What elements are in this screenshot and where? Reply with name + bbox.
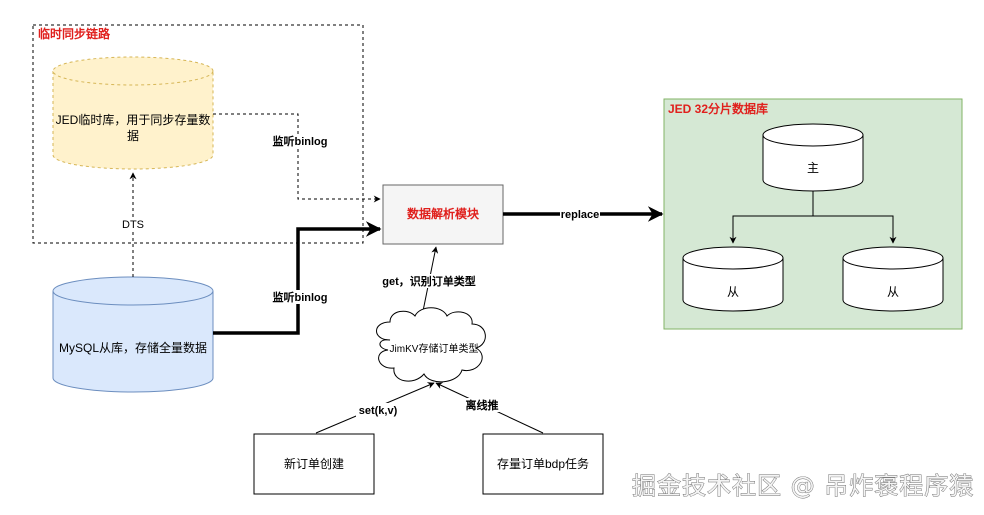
binlog-mysql-edge: 监听binlog xyxy=(213,221,382,335)
jed-temp-db-label: JED临时库，用于同步存量数 xyxy=(56,112,211,127)
temp-sync-group-title: 临时同步链路 xyxy=(38,26,111,41)
master-db[interactable]: 主 xyxy=(762,123,864,192)
replace-edge: replace xyxy=(503,206,664,222)
stock-order-task-node[interactable]: 存量订单bdp任务 xyxy=(482,433,604,495)
jed-temp-db[interactable]: JED临时库，用于同步存量数 据 xyxy=(52,56,214,170)
parser-module[interactable]: 数据解析模块 xyxy=(382,184,504,245)
slave-db-right[interactable]: 从 xyxy=(842,246,944,312)
stock-order-task-node-label: 存量订单bdp任务 xyxy=(497,456,589,471)
mysql-slave-db-label: MySQL从库，存储全量数据 xyxy=(59,340,207,355)
temp-sync-group: 临时同步链路 xyxy=(32,24,364,244)
set-edge: set(k,v) xyxy=(315,382,435,434)
master-slave-edges xyxy=(729,191,897,244)
slave-db-left-label: 从 xyxy=(727,285,739,299)
jed-shard-group-title: JED 32分片数据库 xyxy=(668,101,768,116)
parser-module-label: 数据解析模块 xyxy=(407,206,480,221)
offline-push-edge-label: 离线推 xyxy=(466,398,499,412)
get-edge-label: get，识别订单类型 xyxy=(382,274,476,288)
new-order-node-label: 新订单创建 xyxy=(284,456,344,471)
jimkv-cloud-label: JimKV存储订单类型 xyxy=(390,342,479,355)
new-order-node[interactable]: 新订单创建 xyxy=(253,433,375,495)
mysql-slave-db[interactable]: MySQL从库，存储全量数据 xyxy=(52,276,214,393)
offline-push-edge: 离线推 xyxy=(435,382,544,434)
slave-db-right-label: 从 xyxy=(887,285,899,299)
slave-db-left[interactable]: 从 xyxy=(682,246,784,312)
binlog-temp-edge: 监听binlog xyxy=(213,113,381,203)
watermark: 掘金技术社区 @ 吊炸褒程序猿 xyxy=(632,472,974,500)
jed-temp-db-label-2: 据 xyxy=(127,129,139,143)
get-edge: get，识别订单类型 xyxy=(381,246,477,317)
binlog-temp-edge-label: 监听binlog xyxy=(273,134,328,148)
dts-edge: DTS xyxy=(119,172,147,277)
set-edge-label: set(k,v) xyxy=(359,405,398,417)
master-db-label: 主 xyxy=(807,161,819,175)
binlog-mysql-edge-label: 监听binlog xyxy=(273,290,328,304)
jimkv-cloud[interactable]: JimKV存储订单类型 xyxy=(376,307,486,383)
replace-edge-label: replace xyxy=(561,209,600,221)
dts-edge-label: DTS xyxy=(122,219,144,231)
